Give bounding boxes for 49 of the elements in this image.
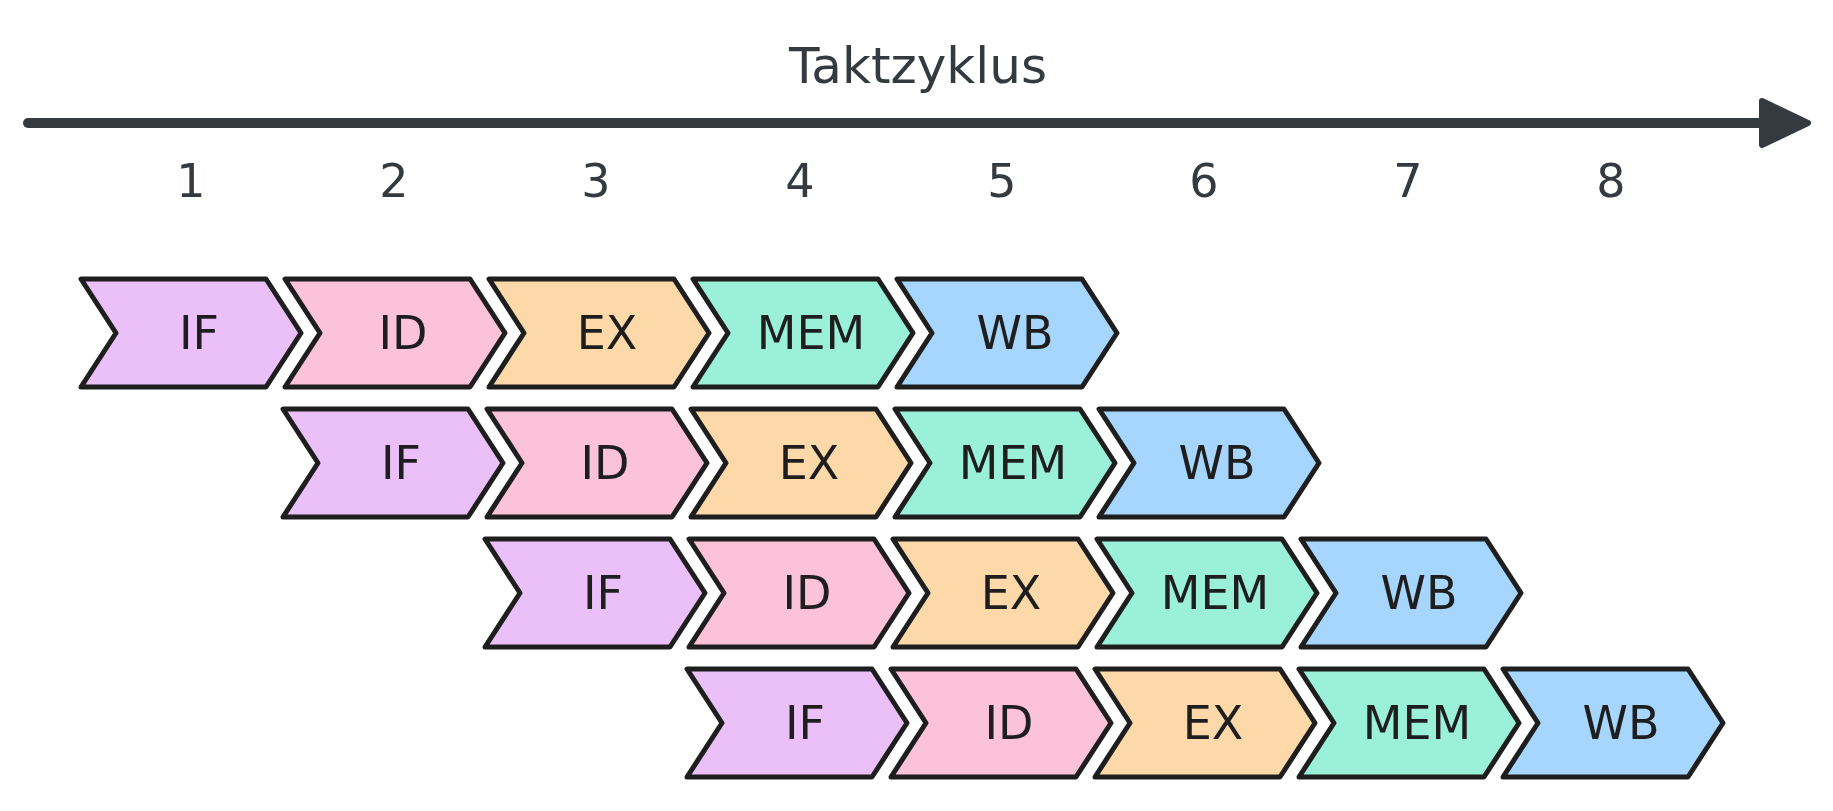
stage-label: IF xyxy=(179,306,219,360)
stage-label: MEM xyxy=(756,306,866,360)
pipeline-stage xyxy=(684,666,910,780)
pipeline-stage xyxy=(280,406,506,520)
stage-label: WB xyxy=(1582,696,1660,750)
stage-label: WB xyxy=(976,306,1054,360)
cycle-number: 5 xyxy=(987,154,1017,208)
stage-label: IF xyxy=(785,696,825,750)
stage-label: ID xyxy=(984,696,1034,750)
pipeline-stage xyxy=(688,406,914,520)
stage-label: MEM xyxy=(1160,566,1270,620)
pipeline-stage xyxy=(1092,666,1318,780)
pipeline-stage xyxy=(1298,536,1524,650)
pipeline-stage xyxy=(890,536,1116,650)
pipeline-stage xyxy=(1096,406,1322,520)
stage-label: WB xyxy=(1178,436,1256,490)
stage-label: EX xyxy=(1182,696,1244,750)
cycle-number: 4 xyxy=(785,154,815,208)
stage-label: MEM xyxy=(1362,696,1472,750)
pipeline-stage xyxy=(892,406,1118,520)
stage-label: ID xyxy=(580,436,630,490)
stage-label: IF xyxy=(583,566,623,620)
pipeline-stage xyxy=(282,276,508,390)
stage-label: EX xyxy=(980,566,1042,620)
pipeline-stage xyxy=(686,536,912,650)
pipeline-stage xyxy=(486,276,712,390)
pipeline-stage xyxy=(484,406,710,520)
pipeline-stage xyxy=(690,276,916,390)
stage-label: EX xyxy=(778,436,840,490)
stage-label: IF xyxy=(381,436,421,490)
pipeline-stage xyxy=(78,276,304,390)
pipeline-stage xyxy=(1296,666,1522,780)
pipeline-stage xyxy=(888,666,1114,780)
stage-label: EX xyxy=(576,306,638,360)
cycle-number: 3 xyxy=(581,154,611,208)
stage-label: MEM xyxy=(958,436,1068,490)
cycle-number: 7 xyxy=(1393,154,1423,208)
cycle-number: 2 xyxy=(379,154,409,208)
pipeline-stage xyxy=(482,536,708,650)
pipeline-stage xyxy=(894,276,1120,390)
cycle-number: 1 xyxy=(176,154,206,208)
pipeline-stage xyxy=(1500,666,1726,780)
stage-label: ID xyxy=(782,566,832,620)
stage-label: ID xyxy=(378,306,428,360)
axis-title: Taktzyklus xyxy=(789,37,1047,95)
cycle-number: 8 xyxy=(1596,154,1626,208)
pipeline-stage xyxy=(1094,536,1320,650)
stage-label: WB xyxy=(1380,566,1458,620)
cycle-number: 6 xyxy=(1189,154,1219,208)
